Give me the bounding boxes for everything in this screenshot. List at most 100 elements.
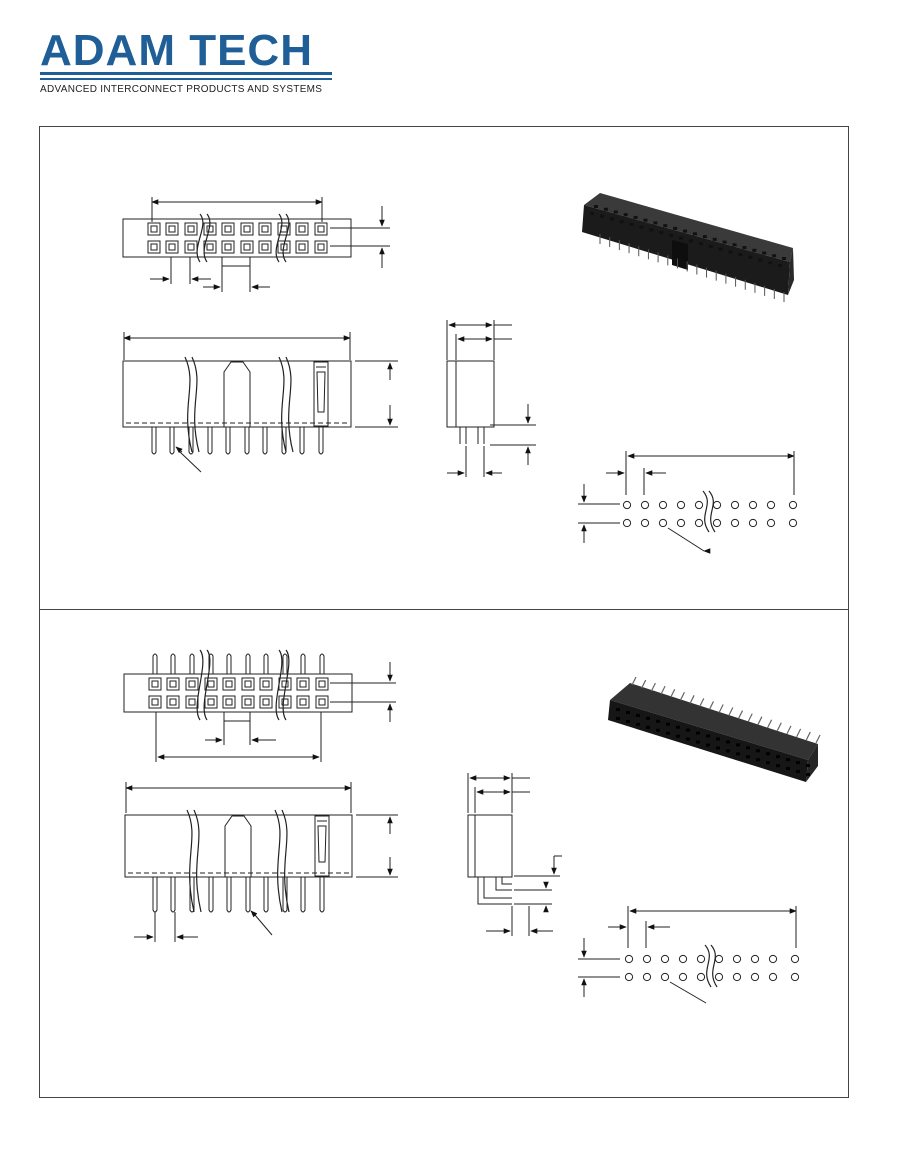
pin [226, 877, 232, 913]
socket-cell [258, 222, 272, 236]
photo-socket-hole [776, 755, 780, 759]
pin [188, 427, 194, 455]
break-line [203, 213, 211, 263]
photo-socket-hole [766, 761, 770, 765]
photo-socket-hole [673, 226, 678, 230]
photo-socket-hole [716, 746, 720, 750]
socket-hole [207, 680, 215, 688]
socket-hole [281, 680, 289, 688]
socket-hole [244, 680, 252, 688]
pin-tail [152, 653, 158, 674]
pcb-hole-grid [622, 500, 798, 528]
pcb-hole [678, 954, 688, 964]
socket-hole [224, 243, 232, 251]
photo-socket-hole [806, 773, 810, 776]
socket-hole [317, 243, 325, 251]
side-view-1 [446, 320, 536, 477]
pcb-hole [730, 500, 740, 510]
photo-socket-hole [613, 210, 618, 214]
socket-hole [298, 225, 306, 233]
break-line [275, 213, 283, 263]
photo-socket-hole [686, 728, 690, 732]
section-divider [39, 609, 849, 610]
photo-pin [660, 685, 666, 695]
photo-socket-hole [806, 764, 810, 767]
pin [319, 877, 325, 913]
socket-hole [225, 698, 233, 706]
photo-socket-hole [736, 743, 740, 747]
photo-socket-hole [756, 758, 760, 762]
pin-tail [208, 653, 214, 674]
photo-socket-hole [696, 731, 700, 735]
socket-cell [277, 240, 291, 254]
socket-cell [296, 677, 310, 691]
photo-socket-hole [752, 248, 757, 252]
photo-socket-hole [708, 244, 713, 248]
pcb-hole [640, 500, 650, 510]
photo-socket-hole [688, 239, 693, 243]
socket-cell [166, 677, 180, 691]
pcb-hole [766, 500, 776, 510]
pcb-hole [750, 954, 760, 964]
pin [282, 877, 288, 913]
socket-hole [151, 698, 159, 706]
socket-hole [187, 225, 195, 233]
pcb-hole [750, 972, 760, 982]
photo-pin [708, 701, 715, 710]
photo-socket-hole [776, 764, 780, 768]
pin [281, 427, 287, 455]
photo-socket-hole [778, 264, 782, 267]
socket-cell [184, 240, 198, 254]
socket-hole [188, 698, 196, 706]
pcb-hole [712, 518, 722, 528]
socket-hole [281, 698, 289, 706]
photo-socket-hole [726, 740, 730, 744]
photo-socket-hole [732, 243, 737, 247]
break-line [203, 649, 211, 721]
pcb-layout-2 [578, 906, 800, 1004]
photo-socket-hole [718, 247, 723, 251]
front-view-2 [124, 782, 398, 942]
pcb-hole [714, 972, 724, 982]
pin [225, 427, 231, 455]
pcb-hole [714, 954, 724, 964]
pcb-hole-grid [624, 954, 800, 982]
socket-cell [221, 222, 235, 236]
pin-tail [245, 653, 251, 674]
photo-pin [728, 707, 734, 716]
photo-socket-hole [746, 746, 750, 750]
socket-cell [148, 677, 162, 691]
pcb-hole [790, 954, 800, 964]
photo-pin [767, 719, 773, 729]
socket-hole [318, 680, 326, 688]
socket-cell-row [148, 649, 329, 721]
socket-hole [225, 680, 233, 688]
photo-socket-hole [656, 719, 660, 723]
socket-hole [150, 225, 158, 233]
company-tagline: ADVANCED INTERCONNECT PRODUCTS AND SYSTE… [40, 84, 323, 95]
socket-hole [261, 225, 269, 233]
pin [170, 877, 176, 913]
pin [318, 427, 324, 455]
top-view-2 [123, 649, 396, 762]
pin [299, 427, 305, 455]
photo-pin [631, 676, 637, 686]
pcb-layout-1 [578, 451, 798, 551]
pin-tail [300, 653, 306, 674]
pcb-hole [678, 972, 688, 982]
photo-socket-hole [766, 752, 770, 756]
photo-pin [737, 710, 744, 719]
socket-cell [240, 222, 254, 236]
photo-socket-hole [609, 217, 614, 221]
pcb-hole [624, 972, 634, 982]
socket-cell [314, 222, 328, 236]
photo-socket-hole [636, 713, 640, 717]
socket-cell [165, 240, 179, 254]
photo-pin [641, 679, 647, 689]
photo-socket-hole [716, 737, 720, 741]
side-view-2 [467, 773, 562, 936]
photo-socket-hole [746, 755, 750, 759]
pcb-hole [696, 954, 706, 964]
pin-tail [170, 653, 176, 674]
